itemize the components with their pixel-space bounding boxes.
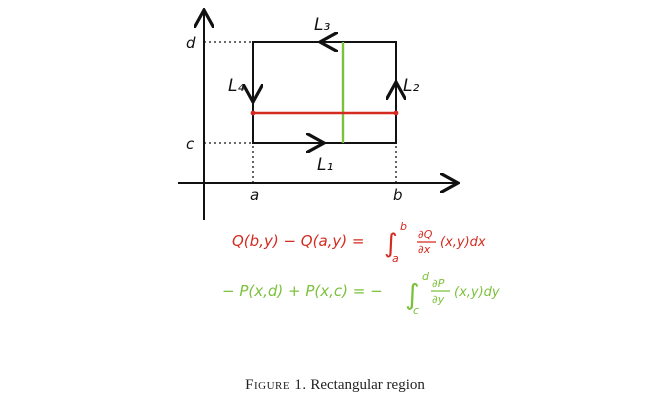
eq2-integral: ∫ bbox=[405, 278, 420, 311]
eq1-lhs: Q(b,y) − Q(a,y) = bbox=[232, 232, 364, 250]
rectangular-region-figure: d c a b L₃ L₂ L₄ L₁ Q(b,y) − Q(a,y) = ∫ … bbox=[178, 0, 500, 317]
eq1-frac-num: ∂Q bbox=[418, 228, 433, 241]
eq2-frac-den: ∂y bbox=[432, 293, 445, 306]
eq2-lower: c bbox=[413, 304, 419, 317]
label-l3: L₃ bbox=[314, 15, 330, 35]
eq1-integral: ∫ bbox=[384, 229, 398, 259]
label-l1: L₁ bbox=[317, 155, 333, 175]
eq2-upper: d bbox=[422, 270, 430, 283]
caption-label: Figure 1. bbox=[245, 377, 307, 393]
label-l2: L₂ bbox=[403, 76, 419, 96]
equation-red: Q(b,y) − Q(a,y) = ∫ b a ∂Q ∂x (x,y)dx bbox=[232, 220, 486, 265]
label-b: b bbox=[393, 186, 403, 204]
eq1-frac-den: ∂x bbox=[418, 243, 431, 256]
red-endpoint-left bbox=[250, 110, 256, 116]
figure-caption: Figure 1. Rectangular region bbox=[0, 377, 670, 394]
label-d: d bbox=[186, 34, 196, 52]
equation-green: − P(x,d) + P(x,c) = − ∫ d c ∂P ∂y (x,y)d… bbox=[222, 270, 500, 317]
eq1-upper: b bbox=[400, 220, 407, 233]
caption-text: Rectangular region bbox=[310, 377, 425, 393]
eq1-lower: a bbox=[392, 252, 399, 265]
eq2-tail: (x,y)dy bbox=[454, 285, 500, 300]
rectangle-region bbox=[252, 41, 397, 144]
label-l4: L₄ bbox=[228, 76, 244, 96]
eq2-lhs: − P(x,d) + P(x,c) = − bbox=[222, 282, 383, 300]
label-a: a bbox=[250, 186, 259, 204]
label-c: c bbox=[186, 135, 195, 153]
red-endpoint-right bbox=[393, 110, 399, 116]
eq1-tail: (x,y)dx bbox=[440, 235, 486, 250]
eq2-frac-num: ∂P bbox=[432, 277, 445, 290]
